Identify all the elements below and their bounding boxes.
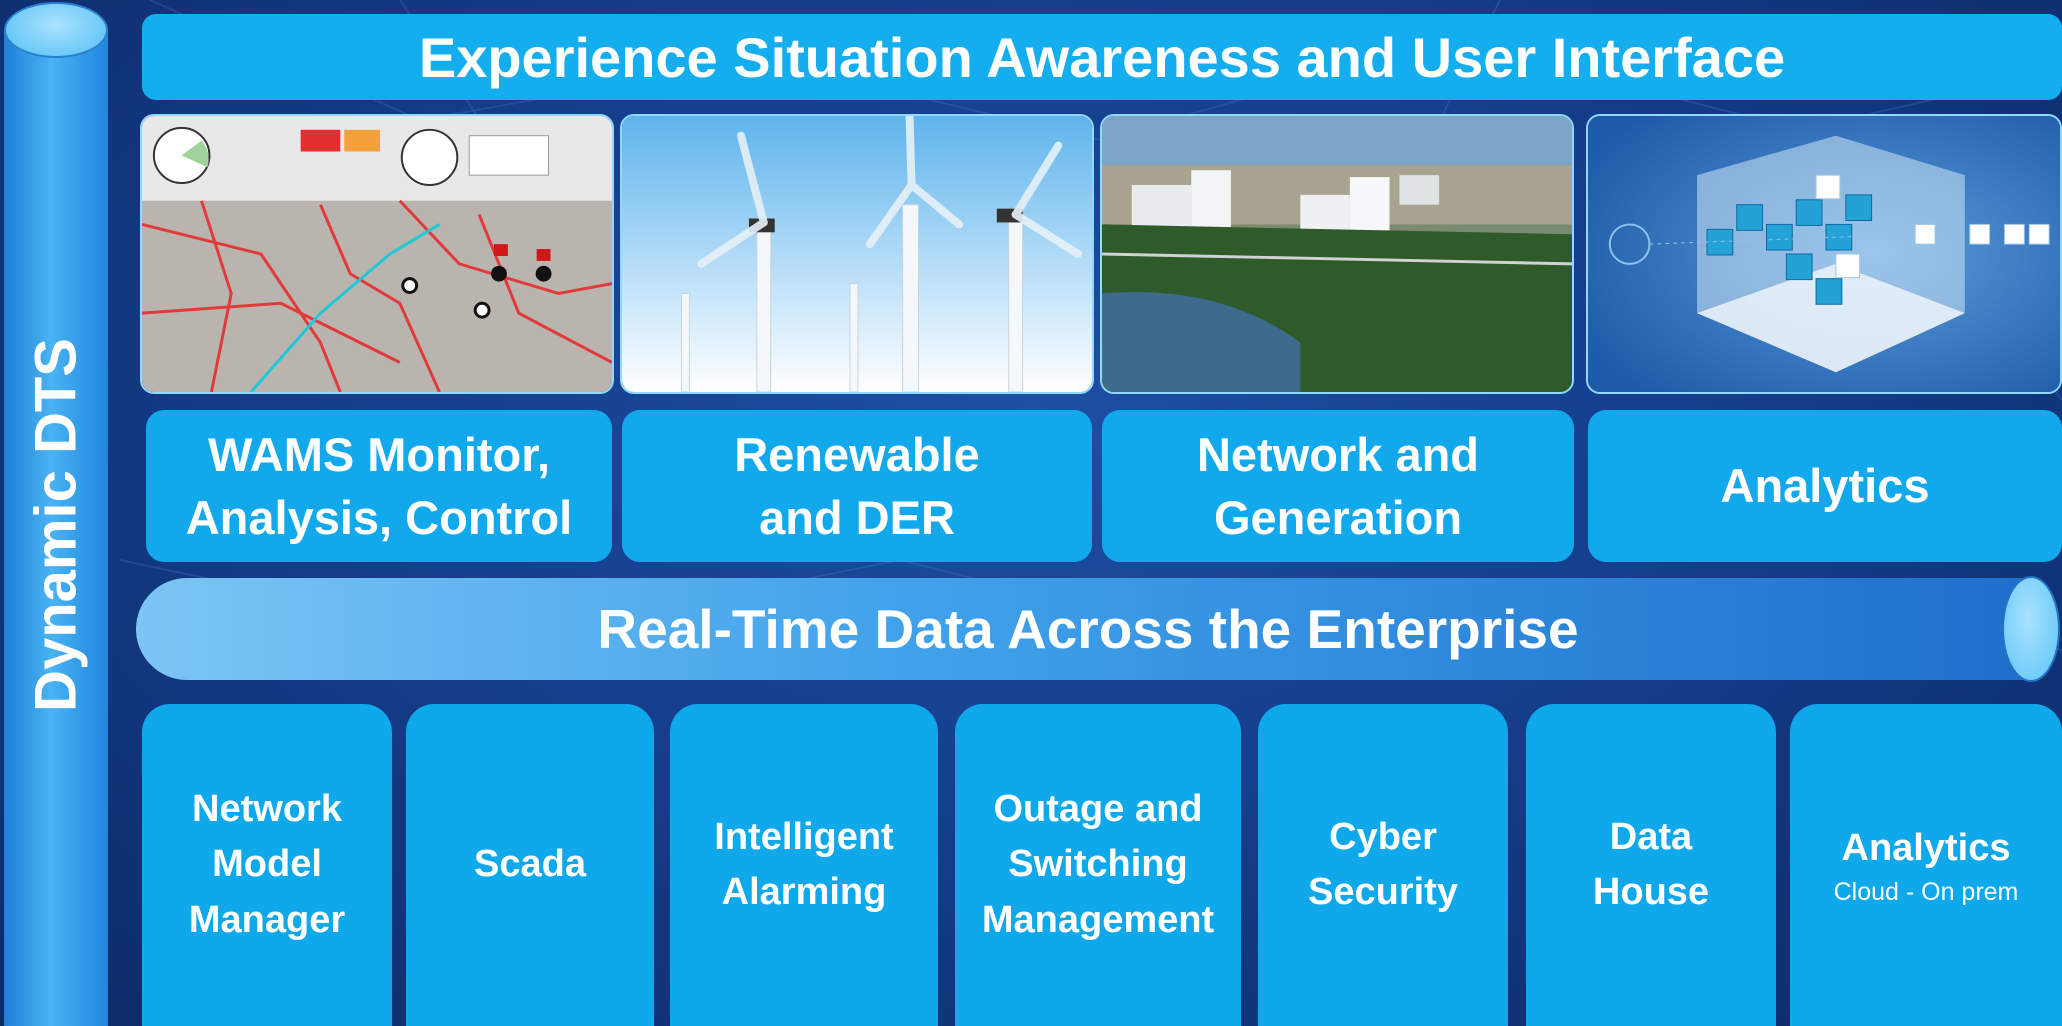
module-scada: Scada — [406, 704, 654, 1026]
module-sublabel: Cloud - On prem — [1833, 878, 2019, 907]
category-analytics: Analytics — [1588, 410, 2062, 562]
analytics-cubes-graphic — [1586, 114, 2062, 394]
module-label: Intelligent Alarming — [714, 815, 894, 913]
power-plant-photo — [1100, 114, 1574, 394]
cylinder-top — [4, 2, 108, 58]
dynamic-dts-cylinder — [4, 28, 108, 1026]
module-outage-switching: Outage and Switching Management — [955, 704, 1241, 1026]
module-label: Scada — [474, 843, 586, 886]
wams-map-screenshot — [140, 114, 614, 394]
module-intelligent-alarming: Intelligent Alarming — [670, 704, 938, 1026]
module-analytics: Analytics Cloud - On prem — [1790, 704, 2062, 1026]
side-label: Dynamic DTS — [23, 338, 89, 712]
module-data-house: Data House — [1526, 704, 1776, 1026]
category-wams: WAMS Monitor, Analysis, Control — [146, 410, 612, 562]
module-label: Cyber Security — [1308, 815, 1458, 913]
module-label: Analytics — [1841, 827, 2011, 870]
category-renewable-der: Renewable and DER — [622, 410, 1092, 562]
module-network-model-manager: Network Model Manager — [142, 704, 392, 1026]
module-label: Network Model Manager — [188, 788, 346, 941]
real-time-data-bus: Real-Time Data Across the Enterprise — [136, 578, 2040, 680]
wind-turbines-photo — [620, 114, 1094, 394]
header-banner: Experience Situation Awareness and User … — [142, 14, 2062, 100]
module-label: Outage and Switching Management — [981, 788, 1215, 941]
module-label: Data House — [1592, 815, 1710, 913]
category-network-generation: Network and Generation — [1102, 410, 1574, 562]
bus-cylinder-cap — [2002, 576, 2060, 682]
module-cyber-security: Cyber Security — [1258, 704, 1508, 1026]
